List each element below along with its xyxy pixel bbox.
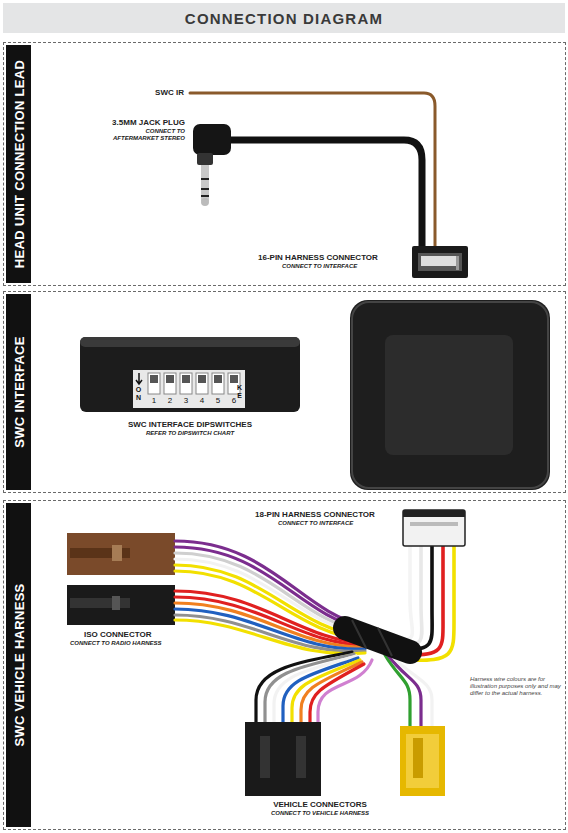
vehicle-connectors-part — [245, 722, 321, 796]
harness-sleeve-part — [345, 628, 410, 652]
switch-on-label: ON — [135, 386, 142, 401]
dipswitch-row-part — [180, 373, 192, 394]
interface-side-view-part — [136, 373, 142, 384]
16-pin-connector — [412, 246, 468, 278]
switch-key-label: KE — [236, 384, 243, 399]
part-name: 18-PIN HARNESS CONNECTOR — [255, 510, 400, 519]
interface-side-view-part — [80, 337, 300, 347]
panel-heading: SWC VEHICLE HARNESS — [11, 583, 26, 746]
switch-number: 5 — [214, 396, 222, 405]
disclaimer-note: Harness wire colours are for illustratio… — [470, 676, 562, 697]
harness-sleeve-part — [352, 620, 392, 656]
dipswitch-row-part — [164, 373, 176, 394]
dipswitch-row — [148, 373, 240, 394]
dipswitch-row-part — [166, 375, 174, 383]
vehicle-connectors-part — [413, 738, 423, 778]
interface-side-view — [80, 337, 300, 412]
iso-connector-part — [112, 596, 120, 610]
iso-connector-part — [70, 598, 130, 608]
instruction-note: CONNECT TO RADIO HARNESS — [70, 640, 200, 647]
title-band: CONNECTION DIAGRAM — [3, 3, 565, 33]
harness-wires-part — [404, 546, 432, 650]
interface-top-view — [350, 300, 550, 490]
jack-plug-part — [201, 198, 209, 206]
switch-number: 4 — [198, 396, 206, 405]
dipswitch-row-part — [182, 375, 190, 383]
harness-wires — [175, 541, 454, 726]
dipswitch-row-part — [196, 373, 208, 394]
jack-plug-part — [201, 188, 209, 190]
switch-number: 2 — [166, 396, 174, 405]
iso-connector-part — [112, 545, 122, 561]
instruction-note: REFER TO DIPSWITCH CHART — [70, 430, 310, 437]
instruction-note: CONNECT TO INTERFACE — [278, 520, 398, 527]
head-unit-lead — [190, 93, 435, 246]
side-bar: SWC INTERFACE — [6, 294, 31, 490]
interface-top-view-part — [385, 335, 513, 455]
jack-plug-part — [201, 195, 209, 197]
switch-number: 1 — [150, 396, 158, 405]
interface-top-view-part — [350, 300, 550, 490]
dipswitch-row-part — [212, 373, 224, 394]
panel-heading: HEAD UNIT CONNECTION LEAD — [11, 60, 26, 268]
18-pin-connector — [403, 510, 465, 546]
harness-wires-part — [391, 655, 432, 726]
dipswitch-row-part — [230, 375, 238, 383]
panel: HEAD UNIT CONNECTION LEAD — [3, 42, 566, 286]
iso-connector — [67, 533, 175, 625]
interface-side-view-part — [133, 370, 245, 408]
harness-sleeve — [345, 620, 410, 656]
jack-plug-part — [197, 153, 213, 165]
iso-connector-part — [67, 585, 175, 625]
vehicle-connectors — [245, 722, 445, 796]
16-pin-connector-part — [412, 246, 468, 278]
part-name: SWC INTERFACE DIPSWITCHES — [70, 420, 310, 429]
dipswitch-row-part — [198, 375, 206, 383]
16-pin-connector-part — [421, 256, 459, 266]
instruction-note: CONNECT TO AFTERMARKET STEREO — [108, 128, 185, 142]
jack-plug-part — [201, 165, 209, 201]
16-pin-connector-part — [456, 256, 459, 270]
head-unit-lead-part — [228, 140, 422, 246]
dipswitch-row-part — [214, 375, 222, 383]
panel: SWC INTERFACE — [3, 291, 566, 493]
side-bar: HEAD UNIT CONNECTION LEAD — [6, 45, 31, 283]
part-name: ISO CONNECTOR — [84, 630, 194, 639]
harness-wires-part — [318, 660, 372, 722]
jack-plug — [193, 124, 231, 206]
switch-number: 3 — [182, 396, 190, 405]
diagram-title: CONNECTION DIAGRAM — [185, 10, 383, 27]
iso-connector-part — [67, 533, 175, 575]
jack-plug-part — [193, 124, 231, 155]
interface-top-view-part — [352, 302, 548, 488]
switch-number: 6 — [230, 396, 238, 405]
harness-wires-part — [405, 546, 443, 655]
vehicle-connectors-part — [406, 734, 439, 788]
side-bar: SWC VEHICLE HARNESS — [6, 503, 31, 827]
jack-plug-part — [201, 178, 209, 180]
part-name: 16-PIN HARNESS CONNECTOR — [258, 253, 408, 262]
panel-heading: SWC INTERFACE — [11, 336, 26, 448]
wire-label: SWC IR — [110, 88, 184, 97]
part-name: VEHICLE CONNECTORS — [220, 800, 420, 809]
instruction-note: CONNECT TO INTERFACE — [282, 263, 402, 270]
dipswitch-row-part — [150, 375, 158, 383]
instruction-note: CONNECT TO VEHICLE HARNESS — [220, 810, 420, 817]
vehicle-connectors-part — [296, 736, 306, 778]
vehicle-connectors-part — [400, 726, 445, 796]
vehicle-connectors-part — [260, 736, 270, 778]
panel: SWC VEHICLE HARNESS — [3, 500, 566, 830]
18-pin-connector-part — [403, 510, 465, 517]
interface-side-view-part — [80, 337, 300, 412]
18-pin-connector-part — [410, 522, 458, 526]
18-pin-connector-part — [403, 510, 465, 546]
16-pin-connector-part — [418, 253, 462, 271]
head-unit-lead-part — [190, 93, 435, 246]
harness-wires-part — [400, 546, 413, 640]
dipswitch-row-part — [148, 373, 160, 394]
part-name: 3.5MM JACK PLUG — [80, 118, 185, 127]
harness-wires-part — [402, 546, 422, 645]
